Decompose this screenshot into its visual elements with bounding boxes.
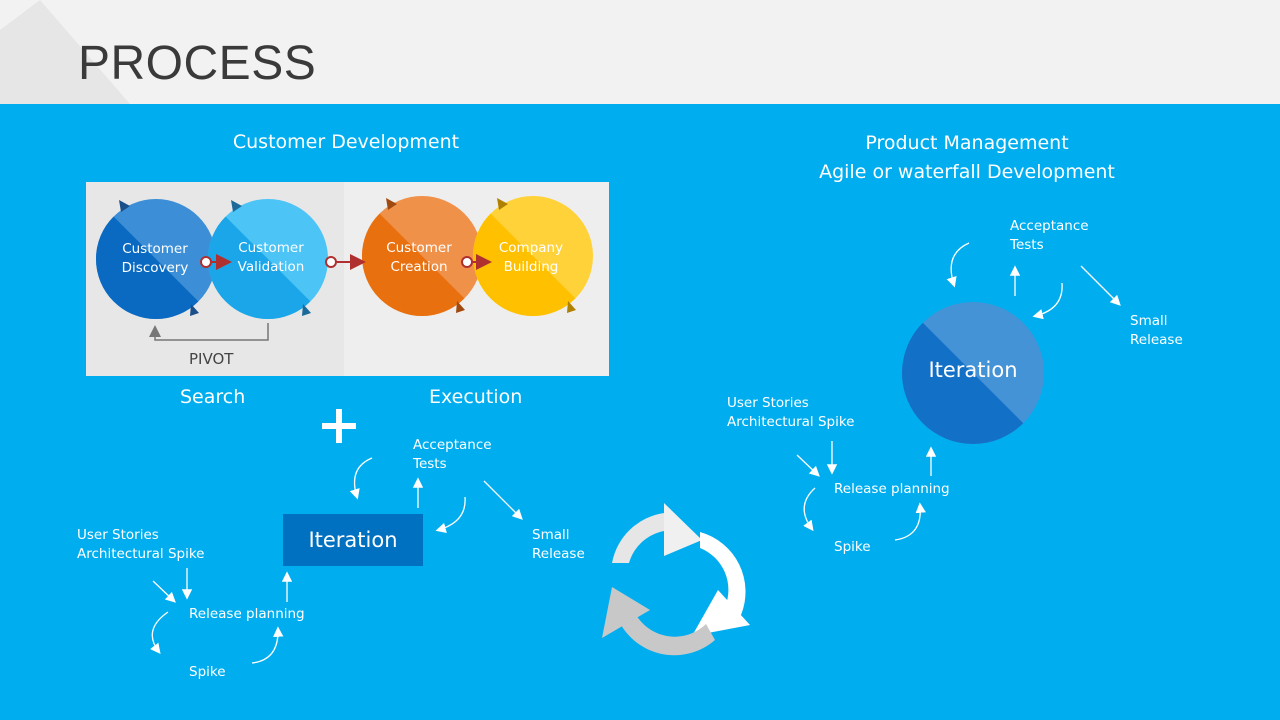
- cycle-arrows-icon: [602, 503, 750, 656]
- left-acceptance-tests-label: Acceptance Tests: [413, 437, 492, 472]
- left-small-release-label: Small Release: [532, 527, 585, 562]
- left-release-planning-label: Release planning: [189, 606, 305, 622]
- right-cycle-arrows: [796, 242, 1121, 541]
- circle-customer-discovery: [96, 199, 216, 319]
- iteration-box: Iteration: [283, 514, 423, 566]
- circle-customer-creation: [362, 196, 482, 316]
- right-acceptance-tests-label: Acceptance Tests: [1010, 218, 1089, 253]
- company-building-label: Company Building: [498, 240, 564, 275]
- search-label: Search: [180, 386, 246, 408]
- circle-customer-validation: [208, 199, 328, 319]
- agile-waterfall-heading: Agile or waterfall Development: [819, 161, 1115, 183]
- customer-creation-label: Customer Creation: [386, 240, 452, 275]
- product-management-heading: Product Management: [865, 132, 1069, 154]
- left-spike-label: Spike: [189, 664, 226, 680]
- execution-label: Execution: [429, 386, 523, 408]
- connector-arrows: [200, 254, 492, 270]
- right-small-release-label: Small Release: [1130, 313, 1183, 348]
- customer-validation-label: Customer Validation: [237, 240, 305, 275]
- iteration-circle: [902, 302, 1044, 444]
- left-cycle-arrows: [150, 457, 523, 664]
- customer-development-heading: Customer Development: [232, 131, 460, 153]
- plus-sign: [322, 409, 356, 443]
- pivot-label: PIVOT: [189, 350, 234, 368]
- circle-company-building: [473, 196, 593, 316]
- right-release-planning-label: Release planning: [834, 481, 950, 497]
- pivot-loop-arrow: [149, 323, 269, 341]
- page-title: PROCESS: [78, 37, 317, 90]
- customer-discovery-label: Customer Discovery: [121, 241, 189, 276]
- left-user-stories-label: User Stories Architectural Spike: [77, 527, 205, 562]
- right-user-stories-label: User Stories Architectural Spike: [727, 395, 855, 430]
- right-spike-label: Spike: [834, 539, 871, 555]
- header-bar: [0, 0, 1280, 104]
- iteration-circle-label: Iteration: [928, 358, 1018, 382]
